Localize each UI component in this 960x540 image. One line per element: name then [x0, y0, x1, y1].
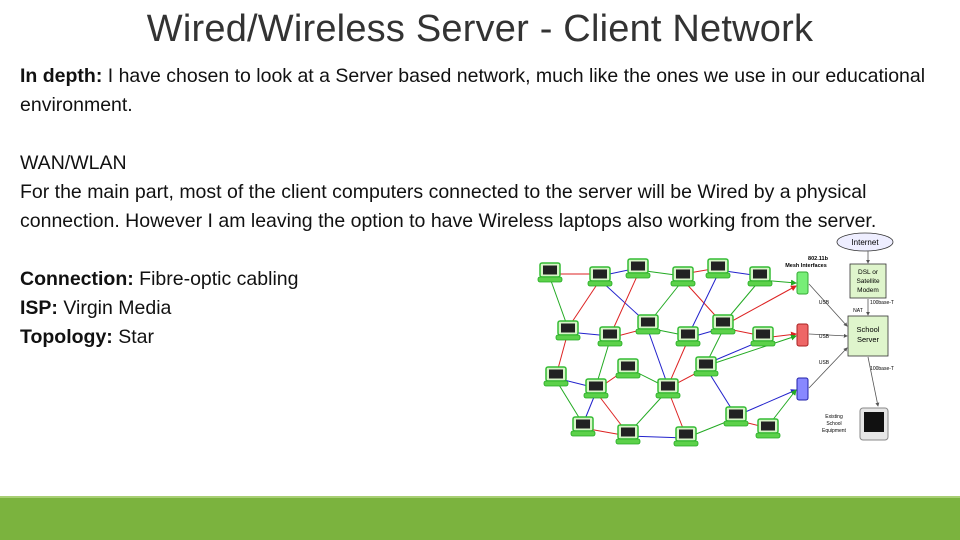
- usb-label-2: USB: [819, 334, 830, 340]
- modem-box: [849, 263, 887, 299]
- body-text: In depth: I have chosen to look at a Ser…: [20, 62, 930, 352]
- topology-value: Star: [112, 326, 154, 348]
- server-label-2: Server: [857, 335, 880, 344]
- usb-label-1: USB: [819, 300, 830, 306]
- footer-band: [0, 498, 960, 540]
- school-server-box: [847, 315, 889, 357]
- connection-label: Connection:: [20, 268, 134, 290]
- isp-value: Virgin Media: [57, 297, 172, 319]
- modem-label-3: Modem: [857, 287, 879, 294]
- mesh-interface-green: [796, 271, 809, 295]
- connection-line: Connection: Fibre-optic cabling: [20, 265, 930, 294]
- topology-label: Topology:: [20, 326, 113, 348]
- mesh-label-2: Mesh Interfaces: [785, 263, 827, 269]
- topology-line: Topology: Star: [20, 323, 930, 352]
- mesh-interface-blue: [796, 377, 809, 401]
- base-label-1: 100base-T: [870, 300, 894, 306]
- intro-text: I have chosen to look at a Server based …: [20, 65, 926, 116]
- existing-label-3: Equipment: [822, 428, 847, 434]
- intro-paragraph: In depth: I have chosen to look at a Ser…: [20, 62, 930, 120]
- mesh-interface-red: [796, 323, 809, 347]
- existing-label-1: Existing: [825, 414, 843, 420]
- mesh-label-1: 802.11b: [808, 256, 829, 262]
- server-links: [808, 251, 880, 407]
- isp-label: ISP:: [20, 297, 58, 319]
- slide-title: Wired/Wireless Server - Client Network: [146, 8, 814, 50]
- modem-label-1: DSL or: [858, 269, 879, 276]
- server-label-1: School: [857, 325, 880, 334]
- connection-value: Fibre-optic cabling: [133, 268, 299, 290]
- wan-paragraph: For the main part, most of the client co…: [20, 181, 877, 232]
- footer-divider: [0, 496, 960, 498]
- mesh-links: [549, 265, 797, 441]
- intro-label: In depth:: [20, 65, 103, 87]
- modem-label-2: Satellite: [856, 278, 880, 285]
- internet-label: Internet: [851, 238, 879, 247]
- isp-line: ISP: Virgin Media: [20, 294, 930, 323]
- network-diagram: Internet 802.11b Mesh Interfaces DSL or …: [528, 228, 920, 450]
- laptop-icons: [537, 258, 781, 447]
- existing-equipment-icon: [859, 407, 889, 441]
- network-diagram-svg: Internet 802.11b Mesh Interfaces DSL or …: [537, 232, 894, 447]
- usb-label-3: USB: [819, 360, 830, 366]
- base-label-2: 100base-T: [870, 366, 894, 372]
- existing-label-2: School: [826, 421, 841, 427]
- wan-heading: WAN/WLAN: [20, 152, 127, 174]
- nat-label: NAT: [853, 308, 863, 314]
- internet-cloud-icon: Internet: [836, 232, 894, 252]
